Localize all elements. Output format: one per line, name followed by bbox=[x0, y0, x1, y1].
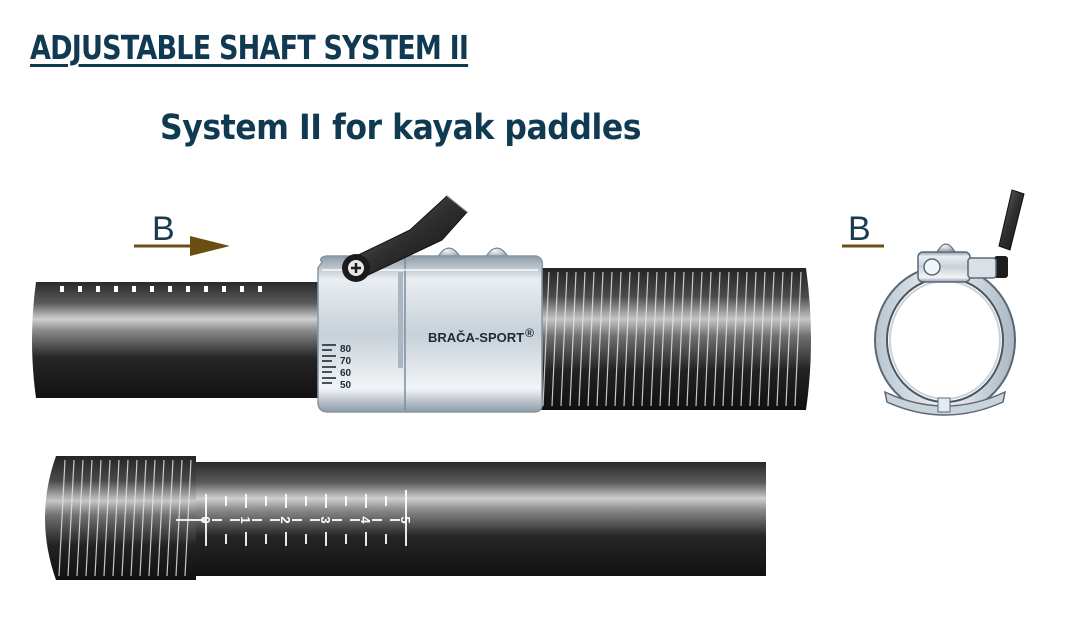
ruler-num-3: 3 bbox=[318, 516, 333, 523]
ruler-num-5: 5 bbox=[398, 516, 413, 523]
shaft-dot-marks bbox=[60, 286, 262, 292]
clamp-sleeve: 80 70 60 50 BRAČA-SPORT® bbox=[317, 247, 544, 413]
upper-shaft-grooved bbox=[520, 268, 811, 410]
direction-label-right: B bbox=[848, 210, 871, 248]
brand-label: BRAČA-SPORT® bbox=[428, 326, 534, 345]
direction-label-left: B bbox=[152, 210, 175, 248]
length-ruler bbox=[176, 490, 407, 546]
lower-shaft: 0 1 2 3 4 5 bbox=[45, 456, 766, 580]
direction-arrow-left: B bbox=[134, 210, 230, 256]
ruler-num-4: 4 bbox=[358, 516, 373, 524]
upper-shaft-smooth bbox=[32, 282, 330, 398]
clamp-scale-ticks bbox=[322, 344, 336, 384]
ruler-num-0: 0 bbox=[198, 516, 213, 523]
ring-clamp-end-view bbox=[874, 189, 1025, 416]
page-title: ADJUSTABLE SHAFT SYSTEM II bbox=[30, 28, 469, 67]
clamp-scale-70: 70 bbox=[340, 356, 352, 367]
page-subtitle: System II for kayak paddles bbox=[160, 108, 642, 148]
ruler-num-2: 2 bbox=[278, 516, 293, 523]
direction-marker-right: B bbox=[842, 210, 884, 248]
clamp-lever[interactable] bbox=[342, 195, 468, 282]
clamp-scale-80: 80 bbox=[340, 344, 352, 355]
clamp-scale-50: 50 bbox=[340, 380, 352, 391]
clamp-scale-60: 60 bbox=[340, 368, 352, 379]
ruler-num-1: 1 bbox=[238, 516, 253, 523]
